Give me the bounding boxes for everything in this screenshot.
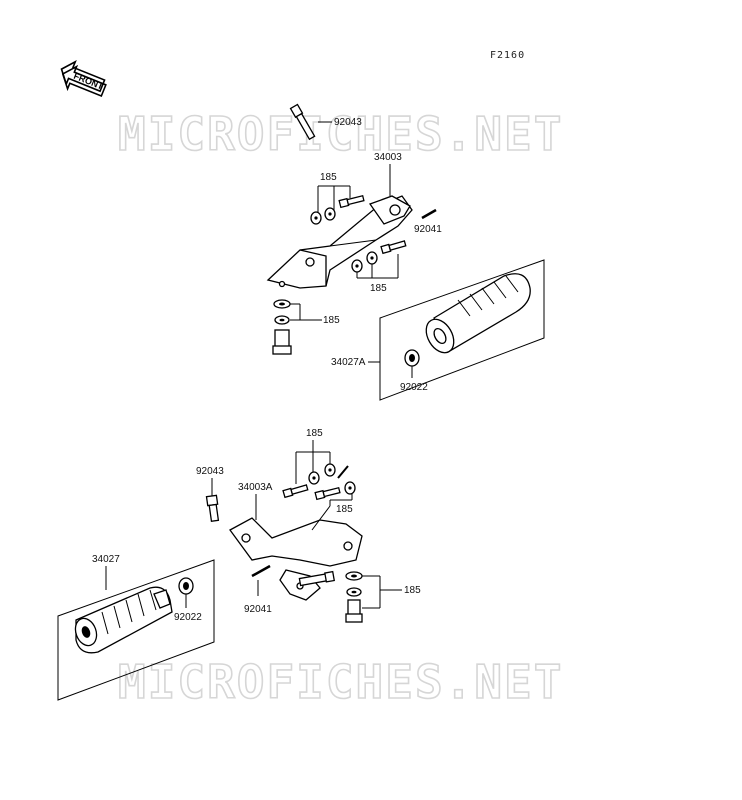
label-34003A: 34003A bbox=[238, 482, 273, 493]
label-92043-top: 92043 bbox=[334, 117, 362, 128]
label-185-top-lower: 185 bbox=[370, 283, 387, 294]
pin-92041-bot bbox=[251, 564, 271, 578]
washer-185-f bbox=[274, 315, 290, 325]
washer-92022-top bbox=[404, 349, 420, 367]
washer-185-i bbox=[344, 481, 356, 495]
footpeg-34027 bbox=[74, 586, 173, 654]
label-185-top-under: 185 bbox=[323, 315, 340, 326]
bolt-185-e bbox=[314, 486, 341, 501]
washer-92022-bot bbox=[178, 577, 194, 595]
washer-185-a bbox=[310, 211, 322, 225]
bracket-34003 bbox=[266, 195, 413, 289]
pin-92041-top bbox=[421, 208, 437, 220]
label-92022-top: 92022 bbox=[400, 382, 428, 393]
bolt-185-f bbox=[345, 599, 363, 623]
label-185-bot-upper: 185 bbox=[306, 428, 323, 439]
front-arrow-icon: FRONT bbox=[60, 59, 107, 98]
label-34027A: 34027A bbox=[331, 357, 366, 368]
bolt-92043-bot bbox=[205, 494, 220, 523]
footpeg-34027A bbox=[425, 273, 531, 354]
bolt-185-c bbox=[272, 329, 292, 355]
label-34003: 34003 bbox=[374, 152, 402, 163]
washer-185-j bbox=[345, 571, 363, 581]
label-92022-bot: 92022 bbox=[174, 612, 202, 623]
peg-box-bottom bbox=[57, 559, 215, 701]
washer-185-e bbox=[273, 299, 291, 309]
washer-185-b bbox=[324, 207, 336, 221]
watermark-bottom: MICROFICHES.NET bbox=[118, 655, 563, 709]
label-185-top-upper: 185 bbox=[320, 172, 337, 183]
bolt-185-a bbox=[338, 194, 365, 209]
watermark-top: MICROFICHES.NET bbox=[118, 107, 563, 161]
peg-box-top bbox=[379, 259, 545, 401]
label-92041-top: 92041 bbox=[414, 224, 442, 235]
bracket-34003A bbox=[229, 517, 363, 601]
washer-185-d bbox=[366, 251, 378, 265]
diagram-code: F2160 bbox=[490, 50, 525, 61]
washer-185-c bbox=[351, 259, 363, 273]
bolt-185-b bbox=[380, 240, 407, 255]
label-185-bot-right: 185 bbox=[404, 585, 421, 596]
label-34027: 34027 bbox=[92, 554, 120, 565]
washer-185-g bbox=[308, 471, 320, 485]
label-185-bot-mid: 185 bbox=[336, 504, 353, 515]
washer-185-h bbox=[324, 463, 336, 477]
label-92041-bot: 92041 bbox=[244, 604, 272, 615]
bolt-92043-top bbox=[289, 103, 316, 141]
label-92043-bot: 92043 bbox=[196, 466, 224, 477]
bolt-185-d bbox=[282, 484, 309, 499]
washer-185-k bbox=[346, 587, 362, 597]
